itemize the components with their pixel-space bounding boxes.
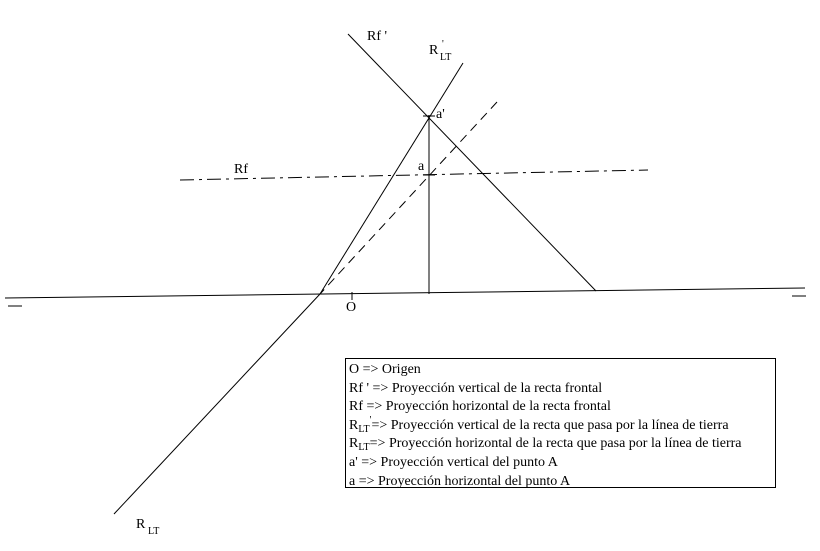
- label-rlt-prime-main: R: [429, 43, 439, 58]
- label-rf: Rf: [234, 162, 248, 177]
- legend-row-a: a => Proyección horizontal del punto A: [349, 473, 571, 488]
- label-rlt-sub: LT: [148, 526, 159, 537]
- legend-row-rlt-prime: RLT'=> Proyección vertical de la recta q…: [349, 414, 772, 436]
- ground-line: [4, 287, 806, 299]
- legend-rlt-prime-sup: ': [369, 414, 372, 426]
- label-rf-prime: Rf ': [367, 29, 387, 44]
- label-origin: O: [346, 300, 356, 315]
- rlt-line: [113, 293, 321, 515]
- rf-prime-line: [347, 33, 597, 292]
- legend-rlt-text: => Proyección horizontal de la recta que…: [369, 436, 742, 452]
- legend-box: O => Origen Rf ' => Proyección vertical …: [345, 358, 776, 488]
- legend-rlt-prime-text: => Proyección vertical de la recta que p…: [371, 417, 729, 433]
- label-rlt-prime-sub: LT: [440, 52, 451, 63]
- rf-line: [179, 169, 649, 181]
- label-rlt-prime: R: [429, 43, 439, 58]
- legend-row-rf: Rf => Proyección horizontal de la recta …: [349, 399, 611, 415]
- label-a-prime: a': [436, 107, 445, 122]
- legend-row-origin: O => Origen: [349, 362, 421, 377]
- legend-row-a-prime: a' => Proyección vertical del punto A: [349, 454, 558, 470]
- legend-rlt-prime-sub: LT: [358, 423, 370, 435]
- label-rlt-prime-sup: ': [442, 39, 444, 50]
- legend-rlt-main: R: [349, 436, 359, 452]
- legend-row-rf-prime: Rf ' => Proyección vertical de la recta …: [349, 380, 603, 396]
- label-rlt: R: [136, 517, 146, 532]
- legend-rlt-sub: LT: [358, 442, 370, 454]
- label-a: a: [418, 159, 425, 174]
- rlt-prime-line: [319, 62, 464, 295]
- legend-row-rlt: RLT=> Proyección horizontal de la recta …: [349, 435, 772, 454]
- rlt-line-dashed: [319, 101, 498, 295]
- legend-rlt-prime-main: R: [349, 417, 359, 433]
